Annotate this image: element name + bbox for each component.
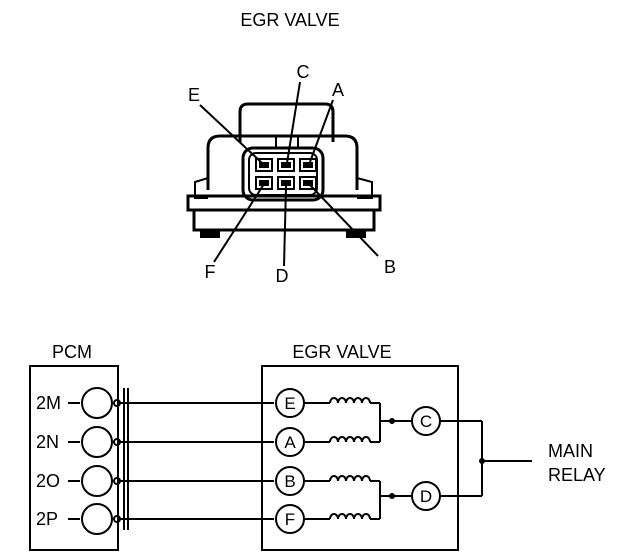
pcm-terminal-label: 2N: [36, 432, 59, 452]
egr-input-pin-label: B: [284, 472, 295, 491]
egr-input-pin-b: B: [275, 466, 305, 496]
connector-title: EGR VALVE: [240, 10, 339, 30]
connector-pin-f-label: F: [205, 262, 216, 282]
pcm-terminal-2n: 2N: [36, 426, 121, 458]
pcm-box: [29, 365, 119, 551]
relay-feed-wiring: [440, 420, 532, 497]
pcm-terminal-2o: 2O: [36, 465, 121, 497]
egr-input-pin-label: F: [285, 510, 295, 529]
pcm-terminal-label: 2P: [36, 509, 58, 529]
egr-input-pin-label: E: [284, 394, 295, 413]
main-relay-label-line2: RELAY: [548, 465, 606, 485]
egr-input-pin-f: F: [275, 504, 305, 534]
egr-common-pin-c: C: [411, 406, 441, 436]
connector-pin-b-label: B: [384, 257, 396, 277]
egr-input-pin-e: E: [275, 388, 305, 418]
connector-pin-d-label: D: [276, 266, 289, 286]
pcm-terminal-label: 2O: [36, 471, 60, 491]
egr-valve-box: [261, 365, 459, 551]
connector-pin-a-label: A: [332, 80, 344, 100]
pcm-terminal-2m: 2M: [36, 387, 121, 419]
egr-common-pin-label: D: [420, 487, 432, 506]
egr-common-pin-d: D: [411, 481, 441, 511]
wire-harness: [120, 402, 274, 520]
connector-pin-e-label: E: [188, 85, 200, 105]
pcm-terminal-label: 2M: [36, 393, 61, 413]
egr-connector-drawing: [186, 81, 382, 267]
egr-valve-label: EGR VALVE: [292, 342, 391, 362]
connector-pin-c-label: C: [297, 62, 310, 82]
egr-input-pin-a: A: [275, 427, 305, 457]
main-relay-label-line1: MAIN: [548, 441, 593, 461]
egr-common-pin-label: C: [420, 412, 432, 431]
egr-input-pin-label: A: [284, 433, 296, 452]
pcm-label: PCM: [52, 342, 92, 362]
egr-coil-windings: [304, 397, 412, 520]
pcm-terminal-2p: 2P: [36, 503, 121, 535]
